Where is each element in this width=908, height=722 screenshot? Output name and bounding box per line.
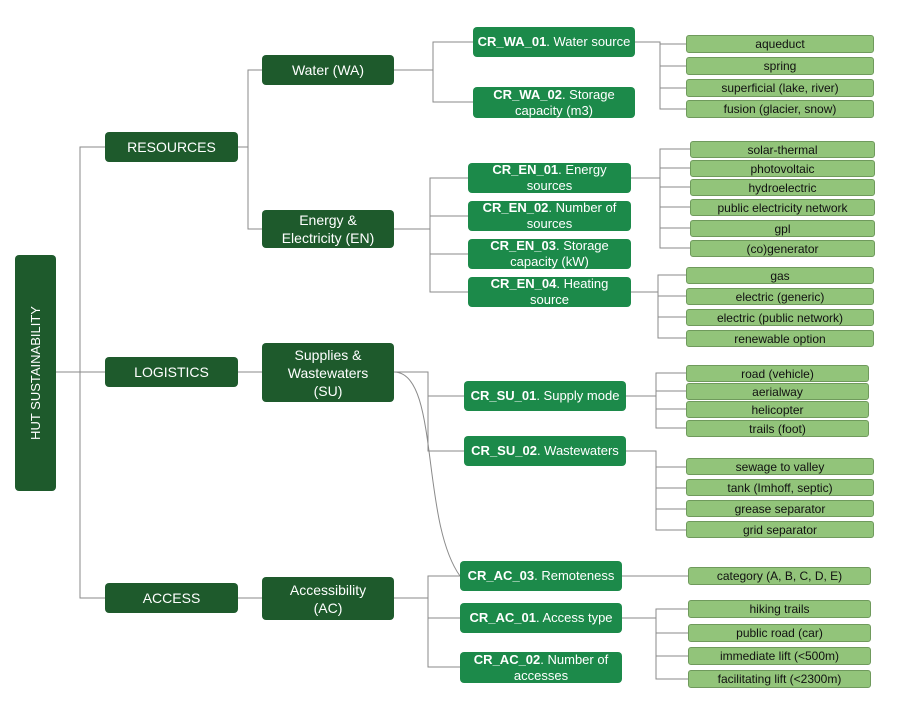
criterion-en03: CR_EN_03. Storage capacity (kW) [468, 238, 631, 269]
criterion-text: . Storage capacity (kW) [510, 238, 609, 269]
option-grease-separator: grease separator [686, 500, 874, 517]
criterion-code: CR_AC_01 [469, 610, 536, 625]
option-facilitating-lift: facilitating lift (<2300m) [688, 670, 871, 688]
option-aerialway: aerialway [686, 383, 869, 400]
option-road-vehicle: road (vehicle) [686, 365, 869, 382]
criterion-text: . Number of accesses [513, 651, 609, 683]
criterion-ac02: CR_AC_02. Number of accesses [460, 652, 622, 683]
option-cogenerator: (co)generator [690, 240, 875, 257]
criterion-code: CR_WA_01 [477, 34, 547, 49]
criterion-text: . Storage capacity (m3) [514, 86, 615, 118]
criterion-code: CR_SU_02 [471, 443, 537, 458]
option-sewage-to-valley: sewage to valley [686, 458, 874, 475]
group-energy-label: Energy & Electricity (EN) [281, 212, 375, 246]
criterion-text: . Wastewaters [536, 443, 619, 458]
option-electric-public-network: electric (public network) [686, 309, 874, 326]
criterion-ac03: CR_AC_03. Remoteness [460, 561, 622, 591]
option-trails-foot: trails (foot) [686, 420, 869, 437]
criterion-code: CR_EN_02 [482, 200, 549, 215]
criterion-text: . Access type [535, 610, 613, 625]
criterion-su02: CR_SU_02. Wastewaters [464, 436, 626, 466]
option-hiking-trails: hiking trails [688, 600, 871, 618]
criterion-code: CR_EN_01 [492, 162, 559, 177]
criterion-text: . Number of sources [526, 200, 617, 231]
option-renewable: renewable option [686, 330, 874, 347]
option-electric-generic: electric (generic) [686, 288, 874, 305]
option-aqueduct: aqueduct [686, 35, 874, 53]
category-resources: RESOURCES [105, 132, 238, 162]
option-category: category (A, B, C, D, E) [688, 567, 871, 585]
criterion-su01: CR_SU_01. Supply mode [464, 381, 626, 411]
criterion-en02: CR_EN_02. Number of sources [468, 200, 631, 231]
option-photovoltaic: photovoltaic [690, 160, 875, 177]
criterion-text: . Water source [546, 34, 631, 49]
option-hydroelectric: hydroelectric [690, 179, 875, 196]
criterion-wa02: CR_WA_02. Storage capacity (m3) [473, 87, 635, 118]
group-accessibility-label: Accessibility (AC) [289, 581, 367, 616]
root-label: HUT SUSTAINABILITY [27, 306, 43, 440]
criterion-code: CR_AC_03 [467, 568, 535, 583]
criterion-en01: CR_EN_01. Energy sources [468, 162, 631, 193]
group-supplies-label: Supplies & Wastewaters (SU) [287, 346, 369, 399]
group-water: Water (WA) [262, 55, 394, 85]
category-logistics: LOGISTICS [105, 357, 238, 387]
option-public-electricity-network: public electricity network [690, 199, 875, 216]
option-helicopter: helicopter [686, 401, 869, 418]
group-energy: Energy & Electricity (EN) [262, 210, 394, 248]
criterion-code: CR_AC_02 [473, 651, 541, 667]
criterion-ac01: CR_AC_01. Access type [460, 603, 622, 633]
root-node: HUT SUSTAINABILITY [15, 255, 56, 491]
criterion-text: . Remoteness [534, 568, 615, 583]
option-tank: tank (Imhoff, septic) [686, 479, 874, 496]
option-public-road: public road (car) [688, 624, 871, 642]
option-superficial: superficial (lake, river) [686, 79, 874, 97]
criterion-text: . Heating source [529, 276, 609, 307]
option-solar-thermal: solar-thermal [690, 141, 875, 158]
group-supplies: Supplies & Wastewaters (SU) [262, 343, 394, 402]
option-gas: gas [686, 267, 874, 284]
option-grid-separator: grid separator [686, 521, 874, 538]
criterion-text: . Supply mode [536, 388, 620, 403]
criterion-code: CR_EN_04 [490, 276, 557, 291]
criterion-text: . Energy sources [526, 162, 607, 193]
criterion-code: CR_EN_03 [490, 238, 556, 253]
criterion-code: CR_SU_01 [470, 388, 537, 403]
criterion-en04: CR_EN_04. Heating source [468, 276, 631, 307]
option-gpl: gpl [690, 220, 875, 237]
category-access: ACCESS [105, 583, 238, 613]
option-fusion: fusion (glacier, snow) [686, 100, 874, 118]
group-accessibility: Accessibility (AC) [262, 577, 394, 620]
option-immediate-lift: immediate lift (<500m) [688, 647, 871, 665]
criterion-wa01: CR_WA_01. Water source [473, 27, 635, 57]
option-spring: spring [686, 57, 874, 75]
criterion-code: CR_WA_02 [493, 86, 562, 102]
